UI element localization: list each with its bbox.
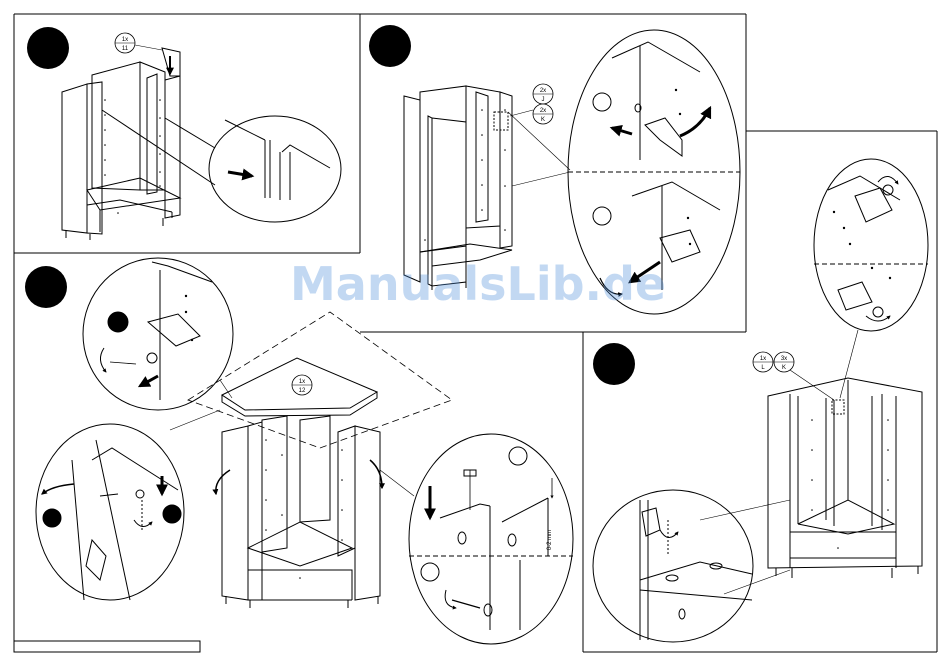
step-3-detail-ellipse-lower [36,424,184,600]
step-1-part-badge: 1x 11 [115,33,162,53]
step-3-detail-upper-holes [185,295,193,341]
step-1-panel: 1x 11 [27,27,341,240]
step-4-cabinet-drawing [700,378,922,594]
step-1-holes [104,99,161,214]
step-3-badge-qty: 1x [299,379,305,385]
step-3-panel: 1x 12 [25,258,573,644]
step-2-detail-holes [675,89,691,245]
step-2-badge-j-qty: 2x [540,88,546,94]
step-2-part-badge-k: 2x K [510,104,553,124]
step-3-detail-ellipse-upper [83,258,233,410]
step-1-cabinet-drawing [62,48,215,240]
step-2-marker [369,25,411,67]
step-4-detail-ellipse-bottom [593,490,753,642]
step-1-marker [27,27,69,69]
step-3-marker [25,266,67,308]
step-4-panel: 1x L 3x K [593,343,922,642]
step-1-badge-qty: 1x [122,37,128,43]
step-3-dimension-label: 0-2 mm [547,530,553,550]
step-3-part-badge: 1x 12 [292,375,312,395]
step-2-badge-k-qty: 2x [540,108,546,114]
step-4-part-badge-l: 1x L [753,352,773,372]
step-4-badge-k-qty: 3x [781,356,787,362]
watermark-text: ManualsLib.de [290,257,666,311]
step-4-badge-k-part: K [782,365,786,371]
step-4-detail-holes [833,211,891,279]
step-2-badge-j-part: J [542,97,545,103]
step-4-detail-ellipse [814,159,928,398]
step-3-cabinet-drawing [170,380,414,608]
step-1-badge-part: 11 [122,46,129,52]
step-2-part-badge-j: 2x J [533,84,553,104]
step-3-badge-part: 12 [299,388,306,394]
step-4-marker [593,343,635,385]
step-4-badge-l-qty: 1x [760,356,766,362]
step-2-badge-k-part: K [541,117,545,123]
step-1-detail-ellipse [209,116,341,222]
